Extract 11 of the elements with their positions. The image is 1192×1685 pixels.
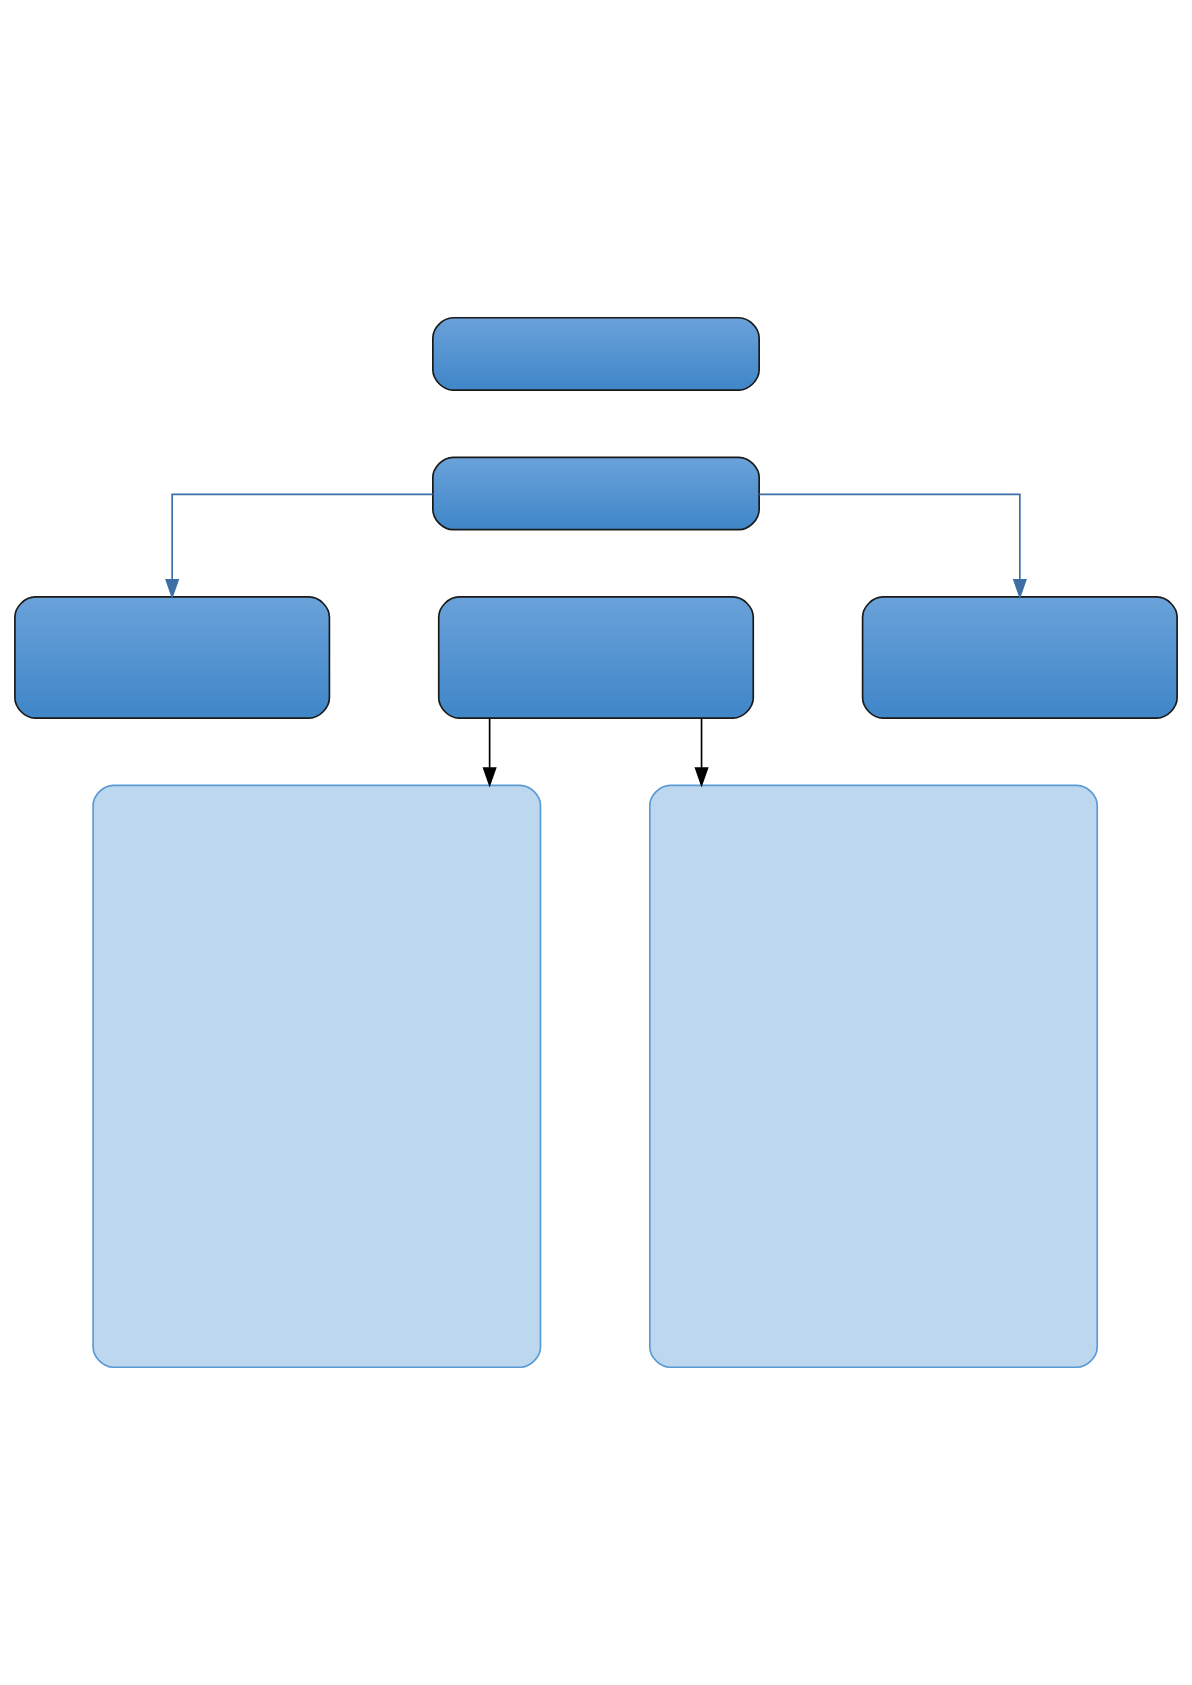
node-box [432,316,760,391]
arrow [165,493,434,600]
node-box [14,596,331,719]
node-box [649,784,1099,1369]
node-box [861,596,1178,719]
arrow [482,717,497,788]
node-box [432,456,760,531]
node-box [437,596,755,719]
node-box [92,784,542,1369]
arrow [694,717,709,788]
arrow [758,493,1027,600]
